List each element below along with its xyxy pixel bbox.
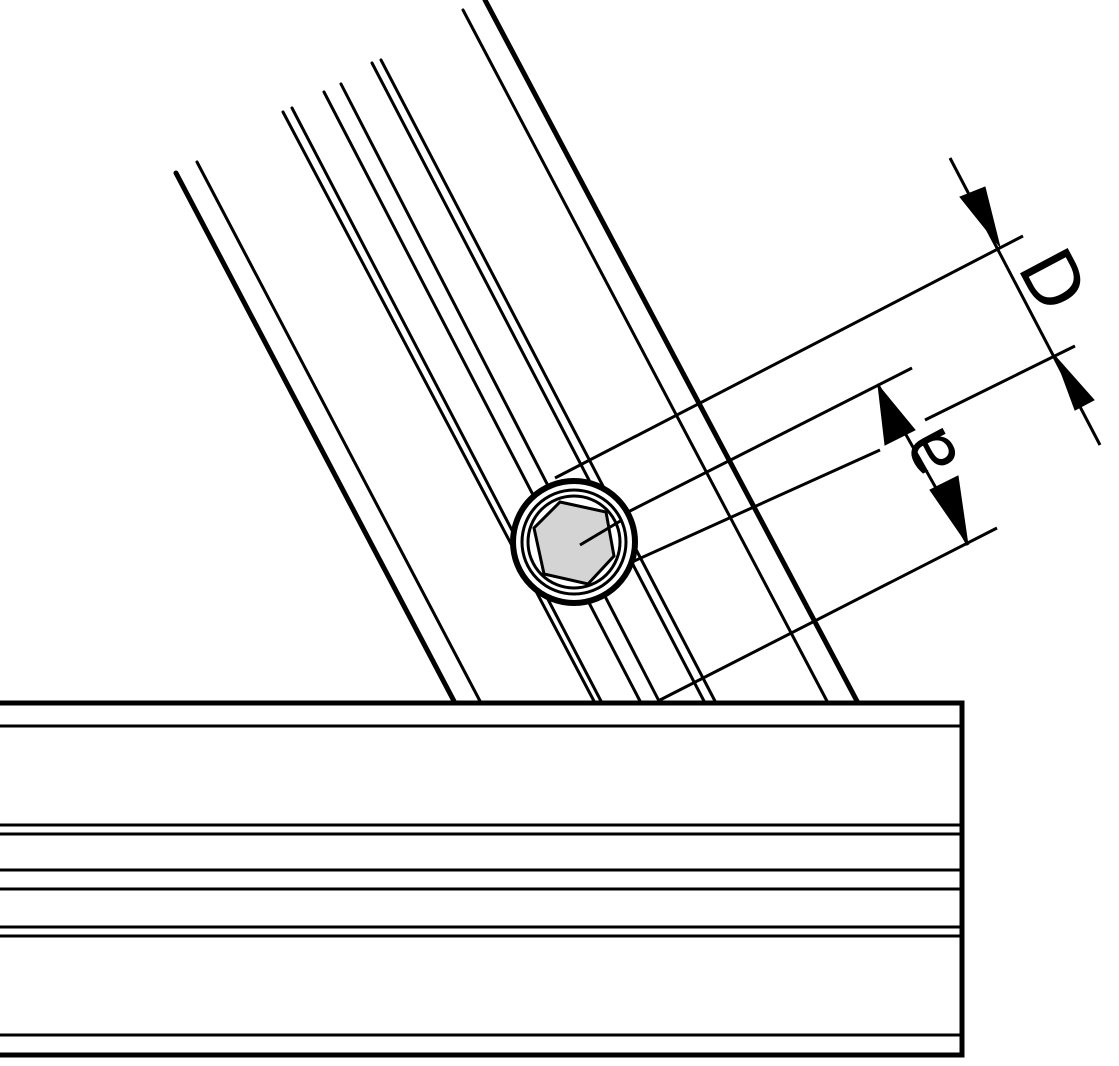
dimension-D: D — [948, 157, 1104, 446]
angled-profile — [173, 0, 861, 706]
horizontal-profile — [0, 700, 965, 1058]
dimension-label-D: D — [1001, 235, 1104, 326]
dimension-a: a — [876, 383, 977, 546]
extension-lines — [554, 234, 1076, 702]
hex-socket-icon — [532, 500, 616, 586]
screw — [510, 478, 638, 606]
